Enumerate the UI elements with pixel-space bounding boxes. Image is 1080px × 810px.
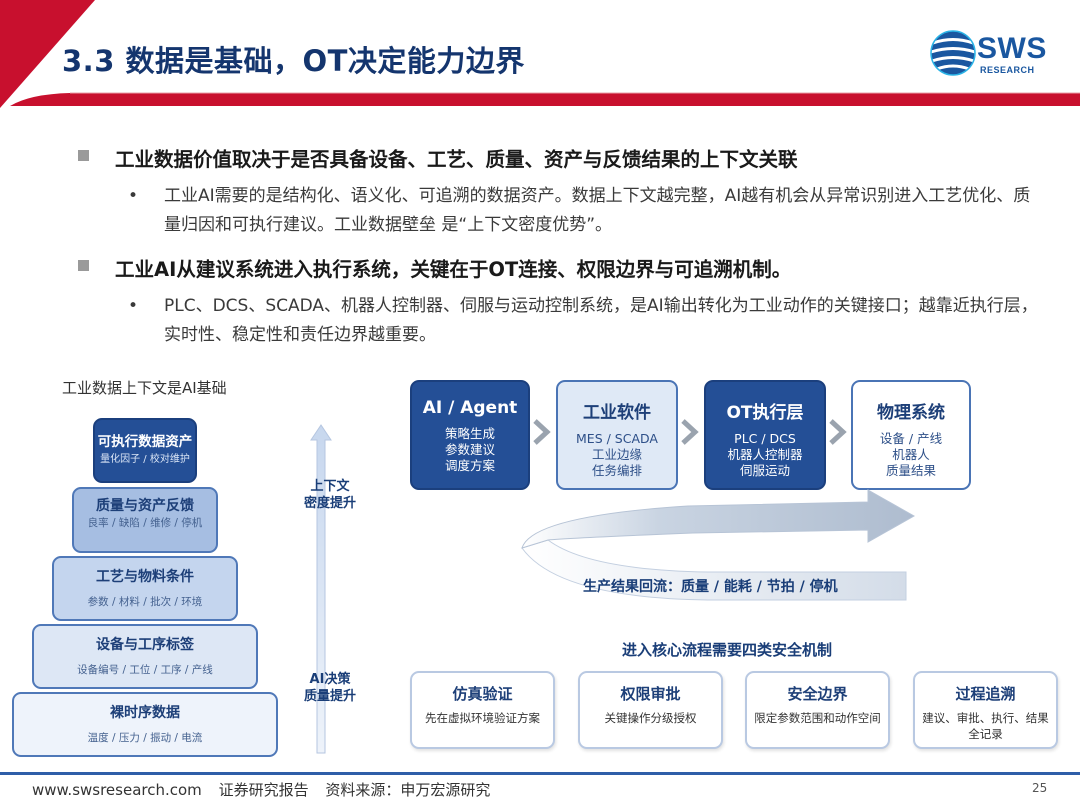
bullet-1-detail: 工业AI需要的是结构化、语义化、可追溯的数据资产。数据上下文越完整，AI越有机会…: [164, 186, 1031, 235]
flow-box-title: AI / Agent: [422, 398, 518, 418]
square-bullet-icon: [78, 260, 89, 271]
square-bullet-icon: [78, 150, 89, 161]
axis-label-top-text-2: 密度提升: [303, 496, 356, 511]
axis-label-bottom-text: AI决策: [309, 672, 351, 687]
vertical-up-arrow-icon: [310, 424, 332, 754]
feedback-loop-arrow-icon: [521, 489, 916, 601]
flow-box-industrial-software: 工业软件 MES / SCADA 工业边缘 任务编排: [556, 380, 678, 490]
flow-box-title: 物理系统: [877, 403, 945, 423]
page-number: 25: [1032, 781, 1048, 795]
safety-box-desc: 关键操作分级授权: [604, 711, 697, 725]
layer-name: 设备与工序标签: [96, 637, 194, 653]
flow-box-item: 伺服运动: [739, 463, 790, 478]
safety-box-permission: 权限审批 关键操作分级授权: [578, 671, 723, 749]
pyramid-layer-4: 设备与工序标签 设备编号 / 工位 / 工序 / 产线: [32, 624, 258, 689]
layer-name: 工艺与物料条件: [96, 569, 194, 585]
pyramid-layer-5: 裸时序数据 温度 / 压力 / 振动 / 电流: [12, 692, 278, 757]
slide-title: 3.3 数据是基础，OT决定能力边界: [62, 44, 525, 78]
flow-box-item: 机器人控制器: [727, 447, 803, 462]
footer-line: [0, 772, 1080, 775]
axis-label-bottom-text-2: 质量提升: [303, 689, 356, 704]
layer-sub: 温度 / 压力 / 振动 / 电流: [87, 732, 203, 744]
pyramid-layer-1: 可执行数据资产 量化因子 / 校对维护: [93, 418, 197, 483]
flow-box-item: 工业边缘: [591, 447, 642, 462]
dot-bullet-icon: •: [128, 186, 139, 206]
bullet-1-heading: 工业数据价值取决于是否具备设备、工艺、质量、资产与反馈结果的上下文关联: [115, 148, 798, 171]
flow-box-item: 质量结果: [885, 463, 936, 478]
layer-name: 裸时序数据: [110, 705, 180, 721]
flow-box-item: 策略生成: [444, 426, 495, 441]
flow-box-ai-agent: AI / Agent 策略生成 参数建议 调度方案: [410, 380, 530, 490]
bullet-2-heading: 工业AI从建议系统进入执行系统，关键在于OT连接、权限边界与可追溯机制。: [115, 258, 792, 281]
header-band: [0, 0, 1080, 108]
chevron-right-icon: [533, 419, 551, 445]
flow-box-item: PLC / DCS: [734, 431, 796, 446]
footer-source: 资料来源：申万宏源研究: [325, 781, 491, 799]
flow-box-item: MES / SCADA: [576, 431, 658, 446]
axis-label-top-text: 上下文: [310, 479, 350, 494]
safety-box-title: 安全边界: [787, 685, 848, 703]
flow-box-ot-layer: OT执行层 PLC / DCS 机器人控制器 伺服运动: [704, 380, 826, 490]
top-left-red-corner: [0, 0, 95, 108]
axis-label-bottom: AI决策 质量提升: [298, 671, 362, 705]
safety-box-title: 仿真验证: [452, 685, 513, 703]
footer-report-type: 证券研究报告: [218, 781, 309, 799]
logo-subtext: RESEARCH: [980, 65, 1035, 75]
flow-box-item: 机器人: [892, 447, 930, 462]
flow-box-item: 任务编排: [591, 463, 642, 478]
safety-box-traceability: 过程追溯 建议、审批、执行、结果全记录: [913, 671, 1058, 749]
footer-url-link[interactable]: www.swsresearch.com: [32, 781, 202, 799]
layer-sub: 参数 / 材料 / 批次 / 环境: [87, 596, 203, 608]
chevron-right-icon: [681, 419, 699, 445]
safety-box-simulation: 仿真验证 先在虚拟环境验证方案: [410, 671, 555, 749]
flow-box-item: 调度方案: [444, 458, 495, 473]
flow-box-physical-system: 物理系统 设备 / 产线 机器人 质量结果: [851, 380, 971, 490]
layer-name: 质量与资产反馈: [96, 498, 194, 514]
logo-text: SWS: [977, 32, 1047, 65]
flow-box-item: 设备 / 产线: [879, 431, 943, 446]
chevron-right-icon: [829, 419, 847, 445]
safety-box-desc: 先在虚拟环境验证方案: [425, 711, 540, 725]
flow-box-title: 工业软件: [583, 403, 651, 423]
pyramid-title: 工业数据上下文是AI基础: [62, 379, 227, 397]
sws-logo: SWS RESEARCH: [930, 28, 1065, 80]
pyramid-layer-2: 质量与资产反馈 良率 / 缺陷 / 维修 / 停机: [72, 487, 218, 553]
flow-box-item: 参数建议: [444, 442, 495, 457]
bullet-2-detail: PLC、DCS、SCADA、机器人控制器、伺服与运动控制系统，是AI输出转化为工…: [164, 296, 1038, 345]
dot-bullet-icon: •: [128, 296, 139, 316]
flow-box-title: OT执行层: [726, 403, 804, 423]
axis-label-top: 上下文 密度提升: [298, 478, 362, 512]
header-red-stripe: [10, 93, 1080, 106]
safety-box-title: 权限审批: [620, 685, 681, 703]
layer-sub: 设备编号 / 工位 / 工序 / 产线: [77, 664, 213, 676]
layer-sub: 良率 / 缺陷 / 维修 / 停机: [87, 517, 203, 529]
safety-box-desc: 限定参数范围和动作空间: [754, 711, 881, 725]
sws-globe-icon: [930, 30, 976, 76]
layer-name: 可执行数据资产: [97, 434, 193, 450]
footer-text: www.swsresearch.com 证券研究报告 资料来源：申万宏源研究: [32, 779, 502, 800]
layer-sub: 量化因子 / 校对维护: [100, 454, 190, 465]
safety-box-desc: 建议、审批、执行、结果全记录: [922, 711, 1049, 741]
feedback-label: 生产结果回流：质量 / 能耗 / 节拍 / 停机: [583, 579, 838, 595]
safety-title: 进入核心流程需要四类安全机制: [622, 641, 833, 659]
pyramid-layer-3: 工艺与物料条件 参数 / 材料 / 批次 / 环境: [52, 556, 238, 621]
safety-box-title: 过程追溯: [955, 685, 1016, 703]
safety-box-boundary: 安全边界 限定参数范围和动作空间: [745, 671, 890, 749]
